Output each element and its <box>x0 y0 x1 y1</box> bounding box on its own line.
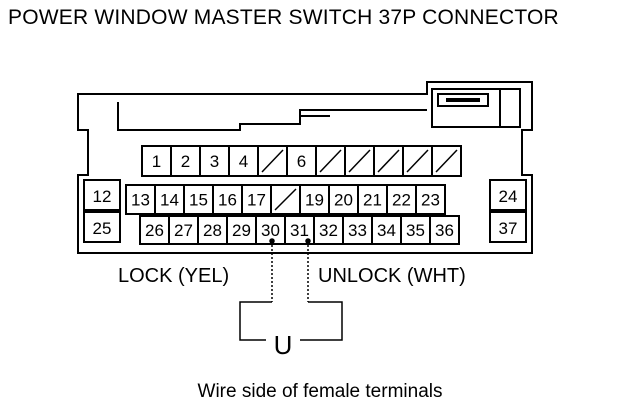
pin-cell-12 <box>83 179 121 211</box>
unlock-wire-label: UNLOCK (WHT) <box>318 265 466 287</box>
pin-cell-unused-mark <box>274 188 297 211</box>
pin-label-34: 34 <box>377 221 396 240</box>
pin-cell-unused-mark <box>435 149 458 173</box>
pin-label-32: 32 <box>319 221 338 240</box>
pin-cell-unused-mark <box>319 149 342 173</box>
pin-label-17: 17 <box>247 191 266 210</box>
pin-label-30: 30 <box>261 221 280 240</box>
meter-symbol: U <box>274 330 293 360</box>
pin-label-28: 28 <box>203 221 222 240</box>
pin-label-35: 35 <box>406 221 425 240</box>
pin-label-31: 31 <box>290 221 309 240</box>
pin-cell-36 <box>429 215 460 245</box>
pin-label-19: 19 <box>305 191 324 210</box>
housing-rail <box>117 102 427 131</box>
pin-label-1: 1 <box>152 152 161 171</box>
pin-label-21: 21 <box>363 191 382 210</box>
pin-cell-24 <box>489 179 527 211</box>
pin-label-25: 25 <box>93 219 112 238</box>
locking-tab <box>431 88 521 128</box>
pin-label-13: 13 <box>131 191 150 210</box>
connector-housing <box>77 81 533 254</box>
locking-tab-inner <box>446 98 480 102</box>
pin-label-23: 23 <box>421 191 440 210</box>
pin-label-12: 12 <box>93 187 112 206</box>
pin-label-27: 27 <box>174 221 193 240</box>
pin-cell-37 <box>489 211 527 243</box>
pin-cell-unused-mark <box>406 149 429 173</box>
lock-wire-label: LOCK (YEL) <box>118 265 229 287</box>
pin-cell-unused-mark <box>377 149 400 173</box>
pin-cell-empty <box>431 145 462 177</box>
pin-label-20: 20 <box>334 191 353 210</box>
pin-label-16: 16 <box>218 191 237 210</box>
locking-tab-window <box>437 93 489 107</box>
pin-cell-25 <box>83 211 121 243</box>
connector-title: POWER WINDOW MASTER SWITCH 37P CONNECTOR <box>8 6 559 29</box>
pin-label-26: 26 <box>145 221 164 240</box>
pin-label-6: 6 <box>297 152 306 171</box>
pin-label-37: 37 <box>499 219 518 238</box>
pin-label-4: 4 <box>239 152 248 171</box>
test-lead-wiring <box>239 238 343 341</box>
pin-label-22: 22 <box>392 191 411 210</box>
pin-label-14: 14 <box>160 191 179 210</box>
pin-label-3: 3 <box>210 152 219 171</box>
pin-cell-unused-mark <box>261 149 284 173</box>
pin-label-2: 2 <box>181 152 190 171</box>
pin-cell-unused-mark <box>348 149 371 173</box>
pin-label-29: 29 <box>232 221 251 240</box>
pin-label-36: 36 <box>435 221 454 240</box>
pin-cell-23 <box>415 184 446 215</box>
pin-label-15: 15 <box>189 191 208 210</box>
pin-label-33: 33 <box>348 221 367 240</box>
pin-label-24: 24 <box>499 187 518 206</box>
wire-side-caption: Wire side of female terminals <box>197 381 443 402</box>
